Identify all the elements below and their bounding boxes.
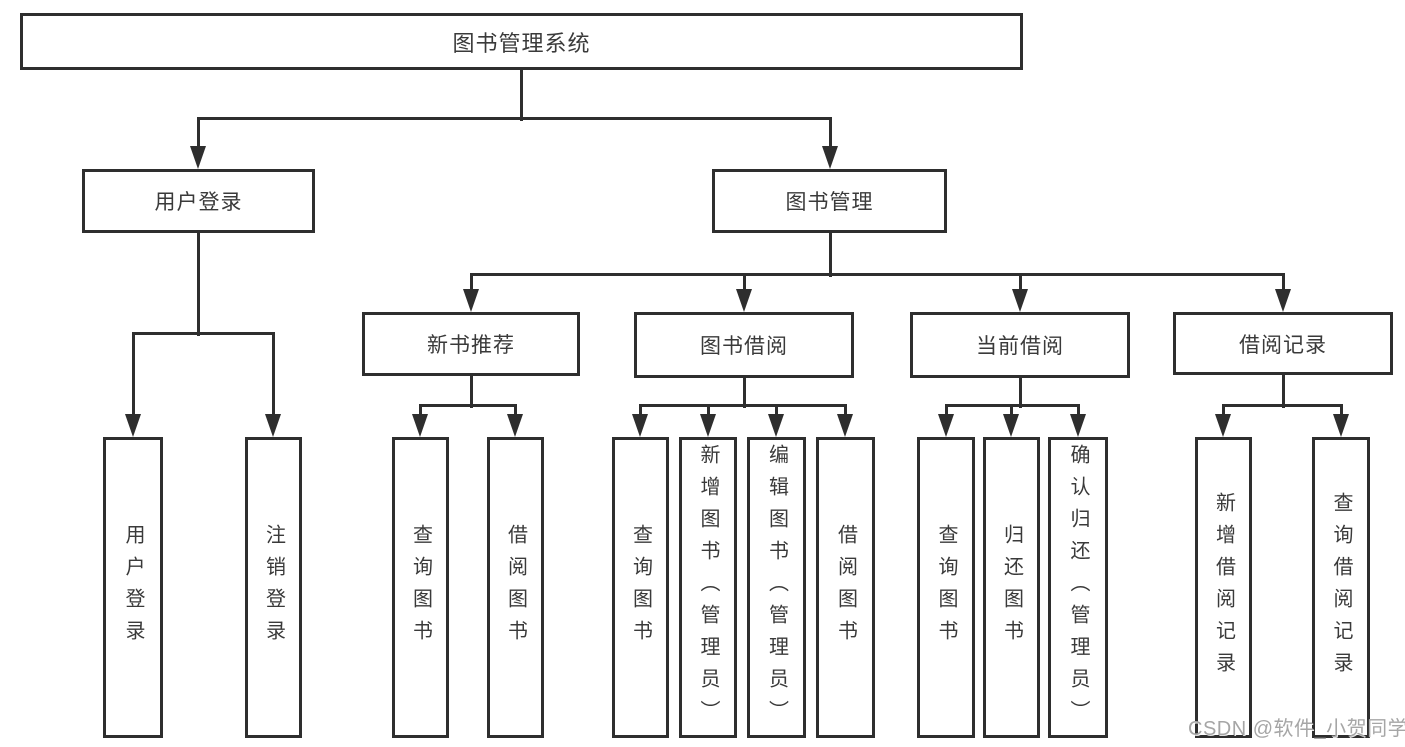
node-leaf-return-book: 归还图书 [983, 437, 1040, 738]
node-leaf-borrow-book-b-label: 借阅图书 [834, 523, 857, 652]
connector-drop [131, 333, 135, 418]
connector-branch [196, 116, 832, 120]
connector-drop [469, 274, 473, 293]
connector-drop [706, 405, 710, 418]
connector-drop [742, 274, 746, 293]
connector-stem [519, 70, 523, 121]
node-new-book-recommend-label: 新书推荐 [427, 334, 515, 357]
connector-drop [271, 333, 275, 418]
arrow-down-icon [190, 146, 206, 169]
node-new-book-recommend: 新书推荐 [362, 312, 580, 376]
arrow-down-icon [463, 289, 479, 312]
node-leaf-borrow-book-a-label: 借阅图书 [504, 523, 527, 652]
node-leaf-query-book-b: 查询图书 [612, 437, 669, 738]
connector-drop [1018, 274, 1022, 293]
arrow-down-icon [125, 414, 141, 437]
node-user-login: 用户登录 [82, 169, 315, 233]
connector-drop [1339, 405, 1343, 418]
connector-drop [828, 118, 832, 150]
connector-drop [1281, 274, 1285, 293]
node-book-borrow: 图书借阅 [634, 312, 854, 378]
connector-stem [196, 233, 200, 336]
node-leaf-borrow-book-b: 借阅图书 [816, 437, 875, 738]
connector-drop [418, 405, 422, 418]
connector-branch [131, 331, 275, 335]
node-leaf-query-book-b-label: 查询图书 [629, 523, 652, 652]
arrow-down-icon [1003, 414, 1019, 437]
node-borrow-records-label: 借阅记录 [1239, 333, 1327, 357]
node-leaf-edit-book-label: 编辑图书（管理员） [765, 443, 788, 732]
arrow-down-icon [837, 414, 853, 437]
node-leaf-add-book-label: 新增图书（管理员） [697, 443, 719, 732]
node-book-management-label: 图书管理 [785, 191, 874, 214]
node-root-label: 图书管理系统 [452, 30, 591, 56]
arrow-down-icon [265, 414, 281, 437]
arrow-down-icon [938, 414, 954, 437]
connector-branch [1221, 403, 1343, 407]
arrow-down-icon [822, 146, 838, 169]
arrow-down-icon [1070, 414, 1086, 437]
node-leaf-user-login: 用户登录 [103, 437, 163, 738]
connector-drop [1221, 405, 1225, 418]
arrow-down-icon [700, 414, 716, 437]
node-leaf-query-book-c: 查询图书 [917, 437, 975, 738]
connector-drop [513, 405, 517, 418]
arrow-down-icon [1215, 414, 1231, 437]
connector-drop [1076, 405, 1080, 418]
node-leaf-logout: 注销登录 [245, 437, 302, 738]
arrow-down-icon [768, 414, 784, 437]
node-book-borrow-label: 图书借阅 [700, 335, 788, 358]
connector-drop [196, 118, 200, 150]
node-leaf-query-borrow-record: 查询借阅记录 [1312, 437, 1370, 738]
node-leaf-add-book: 新增图书（管理员） [679, 437, 737, 738]
connector-stem [469, 376, 473, 408]
node-leaf-user-login-label: 用户登录 [122, 523, 144, 652]
connector-stem [1281, 375, 1285, 408]
connector-drop [774, 405, 778, 418]
connector-drop [843, 405, 847, 418]
connector-stem [828, 233, 832, 277]
node-borrow-records: 借阅记录 [1173, 312, 1393, 375]
node-current-borrow: 当前借阅 [910, 312, 1130, 378]
node-book-management: 图书管理 [712, 169, 947, 233]
connector-branch [418, 403, 517, 407]
connector-stem [742, 378, 746, 408]
arrow-down-icon [632, 414, 648, 437]
arrow-down-icon [1012, 289, 1028, 312]
connector-branch [638, 403, 847, 407]
csdn-watermark: CSDN @软件_小贺同学 [1188, 718, 1405, 740]
node-current-borrow-label: 当前借阅 [976, 335, 1064, 358]
connector-branch [469, 272, 1285, 276]
node-leaf-confirm-return-label: 确认归还（管理员） [1067, 443, 1089, 732]
node-leaf-logout-label: 注销登录 [262, 523, 285, 652]
node-leaf-query-book-a-label: 查询图书 [409, 523, 432, 652]
node-leaf-add-borrow-record: 新增借阅记录 [1195, 437, 1252, 738]
node-leaf-query-borrow-record-label: 查询借阅记录 [1330, 491, 1352, 684]
connector-drop [1009, 405, 1013, 418]
node-user-login-label: 用户登录 [154, 191, 243, 214]
arrow-down-icon [412, 414, 428, 437]
arrow-down-icon [736, 289, 752, 312]
arrow-down-icon [507, 414, 523, 437]
arrow-down-icon [1333, 414, 1349, 437]
connector-drop [944, 405, 948, 418]
node-leaf-query-book-a: 查询图书 [392, 437, 449, 738]
arrow-down-icon [1275, 289, 1291, 312]
node-leaf-add-borrow-record-label: 新增借阅记录 [1212, 491, 1235, 684]
node-leaf-borrow-book-a: 借阅图书 [487, 437, 544, 738]
connector-stem [1018, 378, 1022, 408]
node-leaf-edit-book: 编辑图书（管理员） [747, 437, 806, 738]
node-leaf-query-book-c-label: 查询图书 [935, 523, 957, 652]
node-root: 图书管理系统 [20, 13, 1023, 70]
connector-drop [638, 405, 642, 418]
node-leaf-confirm-return: 确认归还（管理员） [1048, 437, 1108, 738]
node-leaf-return-book-label: 归还图书 [1000, 523, 1023, 652]
